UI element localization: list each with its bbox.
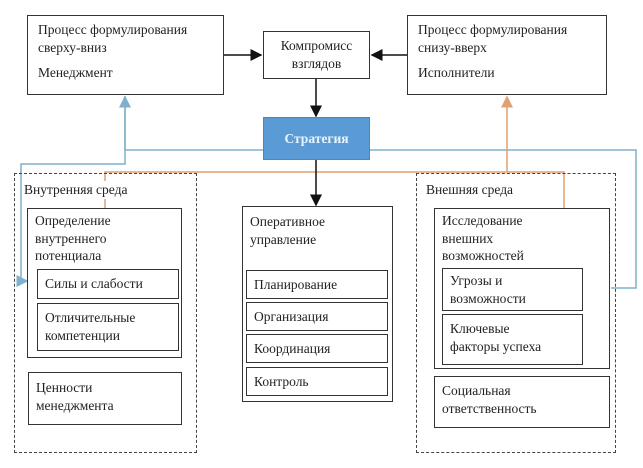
key-factors-box: Ключевые факторы успеха xyxy=(442,314,583,365)
competences-box: Отличительные компетенции xyxy=(37,303,179,351)
compromise-line2: взглядов xyxy=(291,56,342,71)
bottom-up-process-box: Процесс формулирования снизу-вверх Испол… xyxy=(407,15,607,95)
organization-box: Организация xyxy=(246,302,388,331)
top-down-actor: Менеджмент xyxy=(38,65,113,81)
threats-box: Угрозы и возможности xyxy=(442,268,583,311)
strengths-box: Силы и слабости xyxy=(37,269,179,299)
top-down-title: Процесс формулирования xyxy=(38,22,188,37)
external-title: Внешняя среда xyxy=(426,181,514,199)
top-down-subtitle: сверху-вниз xyxy=(38,39,107,55)
planning-box: Планирование xyxy=(246,270,388,299)
values-box: Ценности менеджмента xyxy=(28,372,182,425)
top-down-process-box: Процесс формулирования сверху-вниз Менед… xyxy=(27,15,224,95)
coordination-box: Координация xyxy=(246,334,388,363)
social-responsibility-box: Социальная ответственность xyxy=(434,376,610,428)
bottom-up-subtitle: снизу-вверх xyxy=(418,39,487,55)
compromise-box: Компромисс взглядов xyxy=(263,31,370,79)
compromise-line1: Компромисс xyxy=(280,38,353,54)
external-environment xyxy=(416,173,616,453)
bottom-up-title: Процесс формулирования xyxy=(418,22,568,37)
bottom-up-actor: Исполнители xyxy=(418,65,495,81)
strategy-box: Стратегия xyxy=(263,117,370,160)
internal-environment xyxy=(14,173,197,453)
blue-connector-right xyxy=(370,149,637,289)
internal-title: Внутренняя среда xyxy=(24,181,128,199)
control-box: Контроль xyxy=(246,367,388,396)
